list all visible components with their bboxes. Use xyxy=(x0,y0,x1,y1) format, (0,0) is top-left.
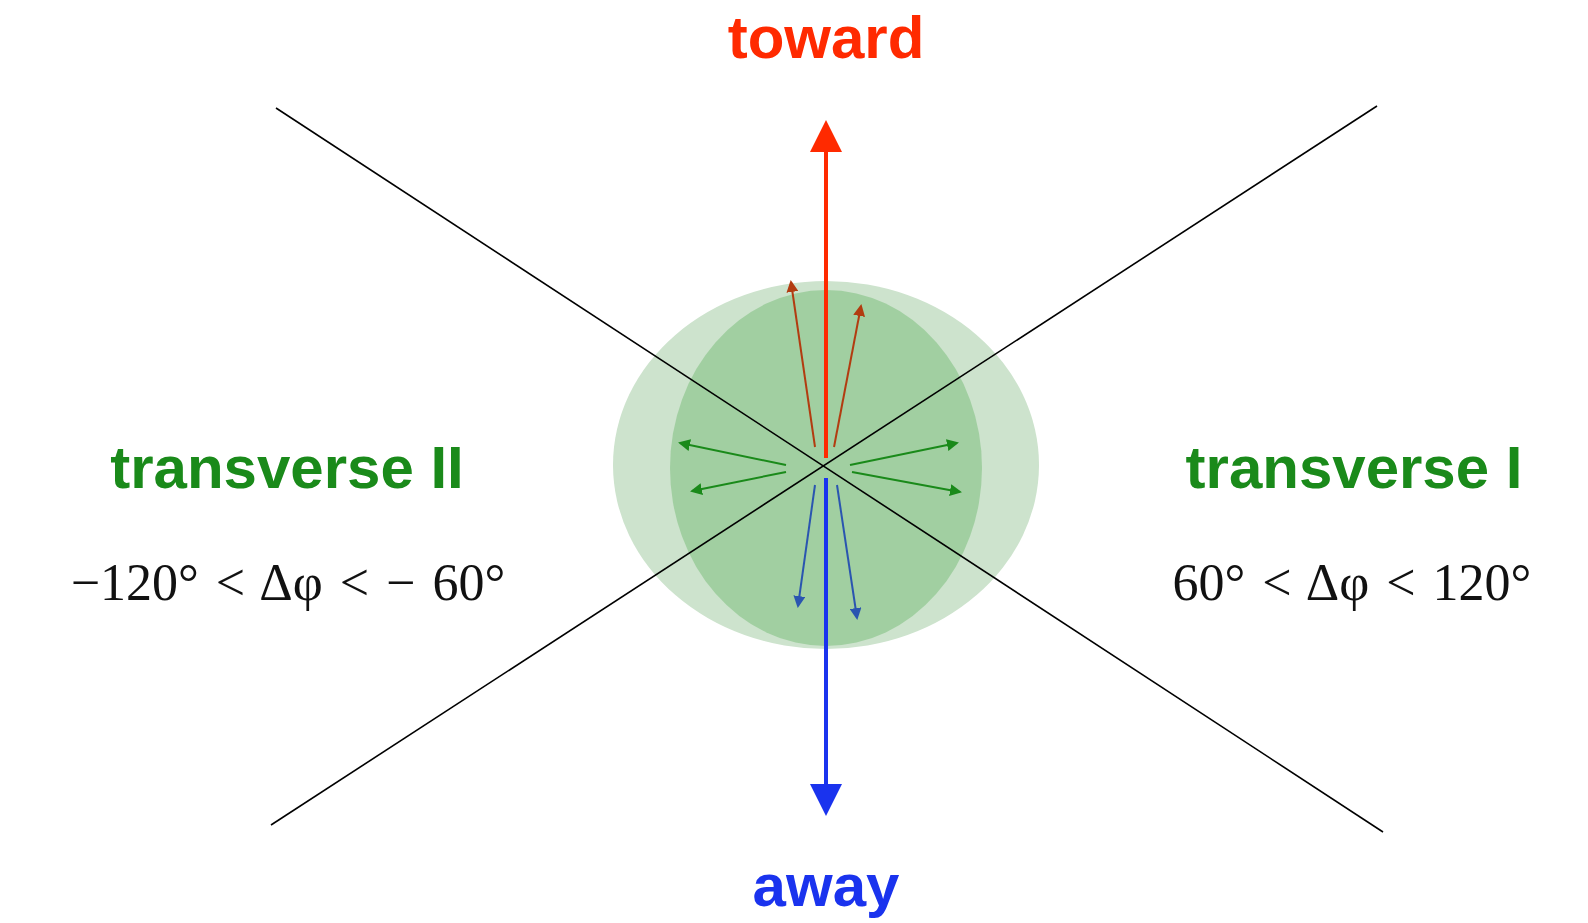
toward-label: toward xyxy=(728,5,925,71)
away-arrow xyxy=(824,478,828,812)
angle-range: 60° < Δφ < 120° xyxy=(1173,554,1532,611)
particle-arrow xyxy=(852,472,960,492)
region-label: transverse II xyxy=(110,435,464,501)
particle-arrow xyxy=(850,443,957,465)
particle-arrow xyxy=(791,282,815,447)
particle-arrow xyxy=(692,472,786,491)
particle-arrow xyxy=(680,443,786,465)
angle-range: −120° < Δφ < − 60° xyxy=(71,554,505,611)
region-label: transverse I xyxy=(1186,435,1523,501)
particle-arrow xyxy=(834,306,861,447)
away-label: away xyxy=(753,853,900,919)
particle-arrow xyxy=(837,485,857,618)
toward-arrow xyxy=(824,124,828,458)
particle-arrow xyxy=(798,485,815,606)
